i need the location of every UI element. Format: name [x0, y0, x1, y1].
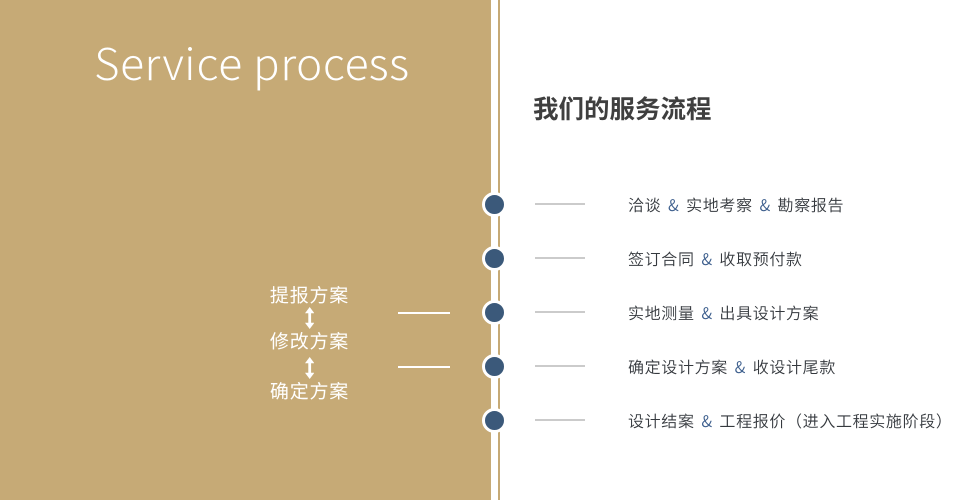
step-dot — [482, 407, 507, 433]
loop-connector-line — [398, 312, 450, 314]
loop-connector-line — [398, 365, 450, 368]
step-label: 洽谈 & 实地考察 & 勘察报告 — [628, 192, 845, 216]
proposal-label-revise: 修改方案 — [269, 327, 350, 354]
step-connector-line — [534, 257, 585, 259]
step-dot — [482, 299, 507, 325]
step-label: 实地测量 & 出具设计方案 — [628, 300, 820, 324]
proposal-label-confirm: 确定方案 — [269, 377, 350, 404]
ampersand-separator: & — [701, 246, 713, 270]
double-arrow-icon — [304, 356, 314, 379]
step-connector-line — [534, 365, 585, 367]
step-dot — [482, 353, 507, 379]
step-connector-line — [534, 203, 585, 205]
step-dot — [482, 191, 507, 217]
gold-panel — [0, 0, 491, 500]
ampersand-separator: & — [759, 192, 771, 216]
ampersand-separator: & — [668, 192, 680, 216]
double-arrow-icon — [304, 306, 314, 329]
step-label: 签订合同 & 收取预付款 — [628, 246, 803, 270]
step-label: 确定设计方案 & 收设计尾款 — [628, 354, 836, 378]
ampersand-separator: & — [701, 408, 713, 432]
step-connector-line — [534, 419, 585, 421]
step-label: 设计结案 & 工程报价（进入工程实施阶段） — [628, 408, 953, 432]
step-dot — [482, 245, 507, 271]
section-title-cn: 我们的服务流程 — [533, 88, 712, 126]
ampersand-separator: & — [701, 300, 713, 324]
ampersand-separator: & — [734, 354, 746, 378]
step-connector-line — [534, 311, 585, 313]
slide-title-en: Service process — [94, 30, 410, 94]
proposal-label-submit: 提报方案 — [269, 280, 350, 308]
